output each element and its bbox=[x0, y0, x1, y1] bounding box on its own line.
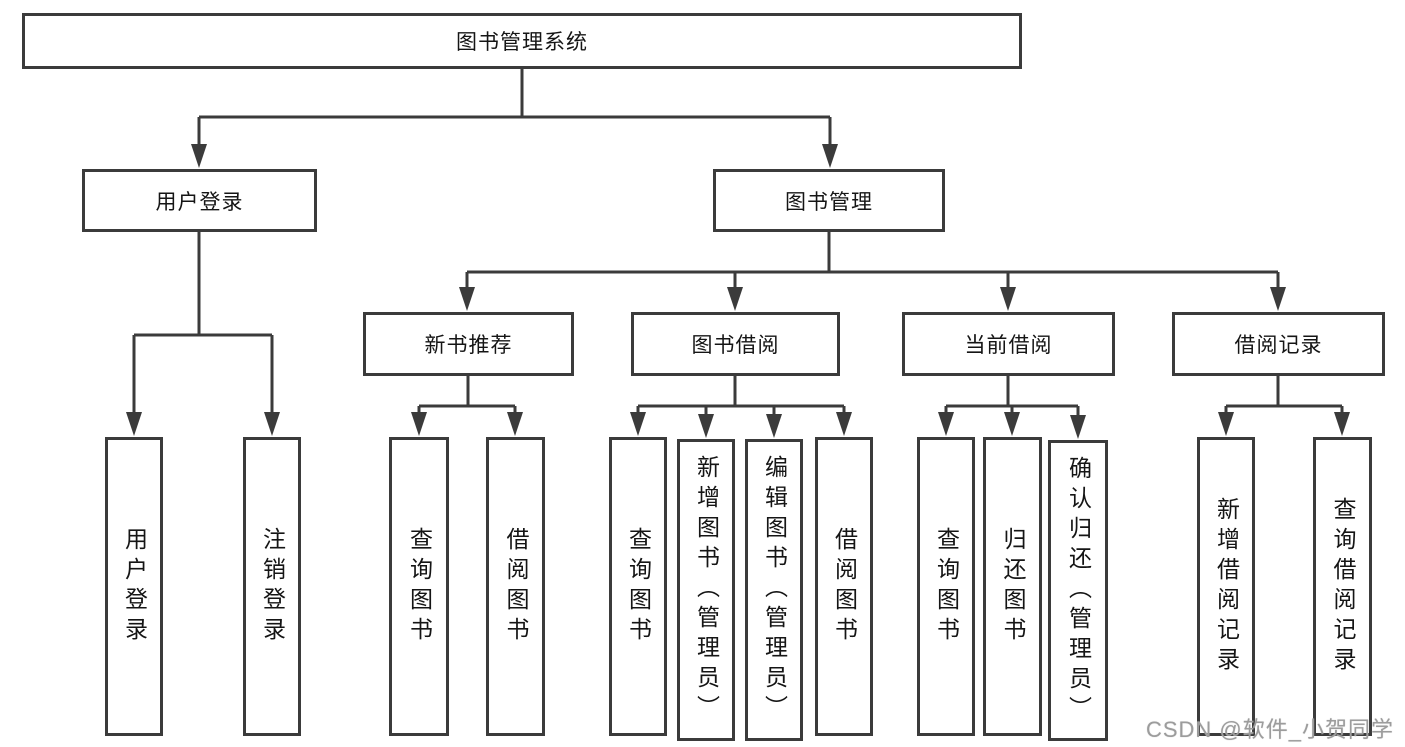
node-label: 图书借阅 bbox=[691, 334, 780, 357]
leaf-logout: 注销登录 bbox=[243, 437, 301, 736]
leaf-edit-book-admin: 编辑图书（管理员） bbox=[745, 439, 803, 741]
leaf-return-book: 归还图书 bbox=[983, 437, 1042, 736]
node-label: 新书推荐 bbox=[424, 334, 513, 357]
leaf-label: 归还图书 bbox=[1000, 526, 1026, 647]
leaf-borrow-books-borrowing: 借阅图书 bbox=[815, 437, 873, 736]
leaf-query-books-current: 查询图书 bbox=[917, 437, 975, 736]
node-label: 图书管理 bbox=[785, 190, 873, 214]
node-book-management-branch: 图书管理 bbox=[713, 169, 945, 232]
leaf-query-books-recommend: 查询图书 bbox=[389, 437, 449, 736]
node-label: 用户登录 bbox=[155, 190, 244, 214]
node-borrowing-records: 借阅记录 bbox=[1172, 312, 1385, 376]
leaf-confirm-return-admin: 确认归还（管理员） bbox=[1048, 440, 1108, 741]
leaf-user-login: 用户登录 bbox=[105, 437, 163, 736]
node-user-login-branch: 用户登录 bbox=[82, 169, 317, 232]
node-label: 借阅记录 bbox=[1234, 334, 1323, 357]
leaf-label: 借阅图书 bbox=[831, 526, 858, 647]
leaf-label: 查询图书 bbox=[406, 526, 433, 647]
leaf-label: 查询图书 bbox=[625, 526, 652, 647]
leaf-label: 编辑图书（管理员） bbox=[761, 455, 788, 725]
leaf-label: 查询借阅记录 bbox=[1330, 496, 1356, 677]
node-current-borrowing: 当前借阅 bbox=[902, 312, 1115, 376]
node-new-book-recommendation: 新书推荐 bbox=[363, 312, 574, 376]
leaf-label: 注销登录 bbox=[259, 526, 286, 647]
leaf-label: 新增图书（管理员） bbox=[693, 455, 720, 725]
leaf-label: 查询图书 bbox=[933, 526, 960, 647]
leaf-label: 确认归还（管理员） bbox=[1065, 455, 1092, 726]
node-label: 当前借阅 bbox=[964, 334, 1053, 357]
leaf-borrow-books-recommend: 借阅图书 bbox=[486, 437, 545, 736]
leaf-label: 借阅图书 bbox=[503, 526, 529, 647]
node-library-management-system: 图书管理系统 bbox=[22, 13, 1022, 69]
node-book-borrowing: 图书借阅 bbox=[631, 312, 840, 376]
leaf-label: 新增借阅记录 bbox=[1213, 496, 1240, 677]
leaf-add-borrow-record: 新增借阅记录 bbox=[1197, 437, 1255, 736]
watermark: CSDN @软件_小贺同学 bbox=[1145, 717, 1394, 742]
leaf-query-borrow-record: 查询借阅记录 bbox=[1313, 437, 1372, 736]
leaf-label: 用户登录 bbox=[121, 526, 148, 647]
leaf-query-books-borrowing: 查询图书 bbox=[609, 437, 667, 736]
leaf-add-book-admin: 新增图书（管理员） bbox=[677, 439, 735, 741]
node-label: 图书管理系统 bbox=[456, 31, 588, 54]
